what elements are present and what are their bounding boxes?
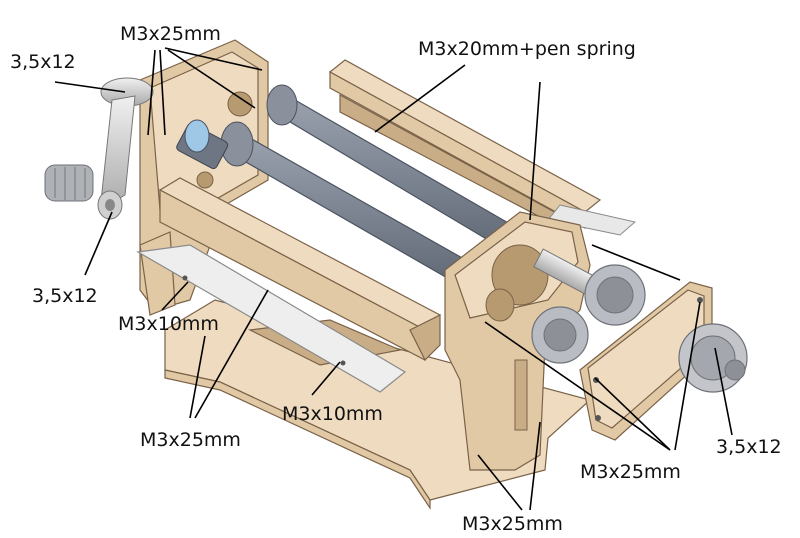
crank-handle [44,77,154,220]
front-rail [158,177,441,362]
rear-steel-plate [547,204,637,236]
label-screw-3-5x12-right: 3,5x12 [716,436,782,458]
label-m3x25-bottom: M3x25mm [462,513,563,535]
label-m3x10-center: M3x10mm [282,403,383,425]
outer-gear [678,323,748,393]
gear-train [531,248,646,364]
label-m3x25-right: M3x25mm [580,461,681,483]
front-steel-plate [136,244,407,393]
leader-lines [54,47,733,511]
label-screw-3-5x12-top: 3,5x12 [10,51,76,73]
label-m3x10-left: M3x10mm [118,313,219,335]
label-m3x25-bottom-left: M3x25mm [140,429,241,451]
label-m3x25-top: M3x25mm [120,23,221,45]
roller-back [266,84,557,266]
label-screw-3-5x12-left: 3,5x12 [32,285,98,307]
rear-rail [328,59,602,232]
label-m3x20-pen-spring: M3x20mm+pen spring [418,38,636,60]
